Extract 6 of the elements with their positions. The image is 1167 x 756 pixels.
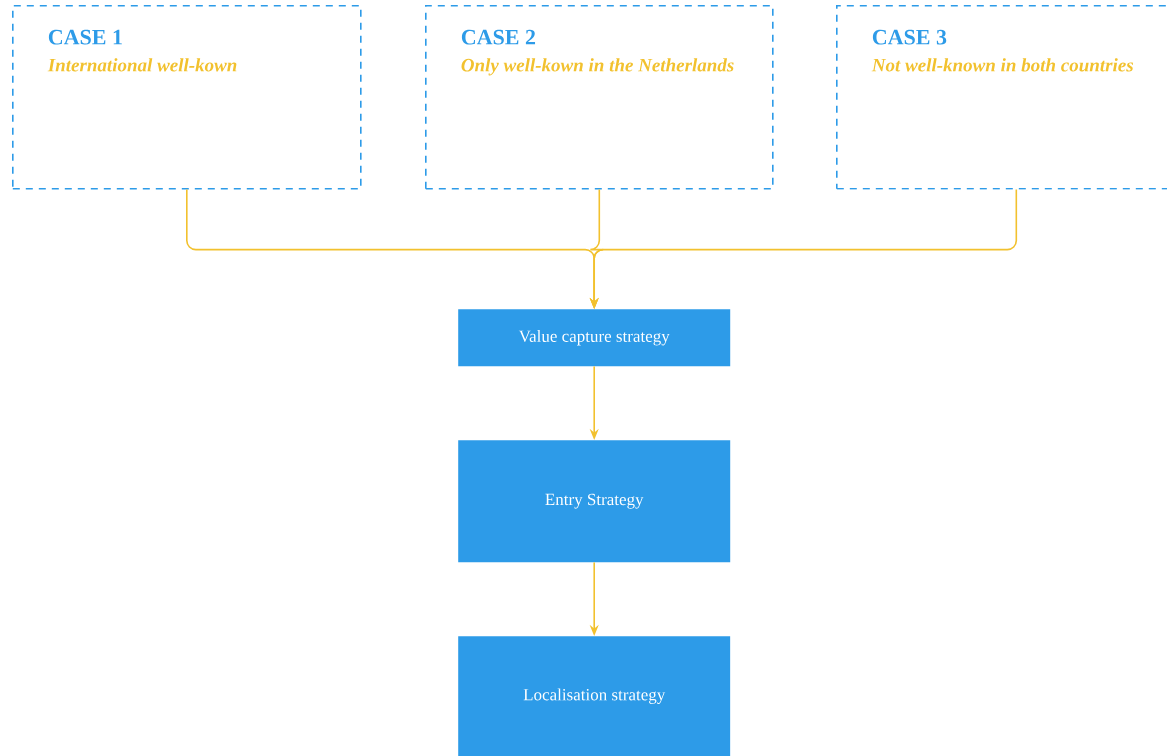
case-box: CASE 2 Only well-kown in the Netherlands: [425, 5, 774, 190]
case-box: CASE 3 Not well-known in both countries: [836, 5, 1167, 190]
process-box: Localisation strategy: [458, 636, 731, 756]
process-box: Value capture strategy: [458, 309, 731, 367]
case-box: CASE 1 International well-kown: [12, 5, 362, 190]
process-box: Entry Strategy: [458, 440, 731, 563]
